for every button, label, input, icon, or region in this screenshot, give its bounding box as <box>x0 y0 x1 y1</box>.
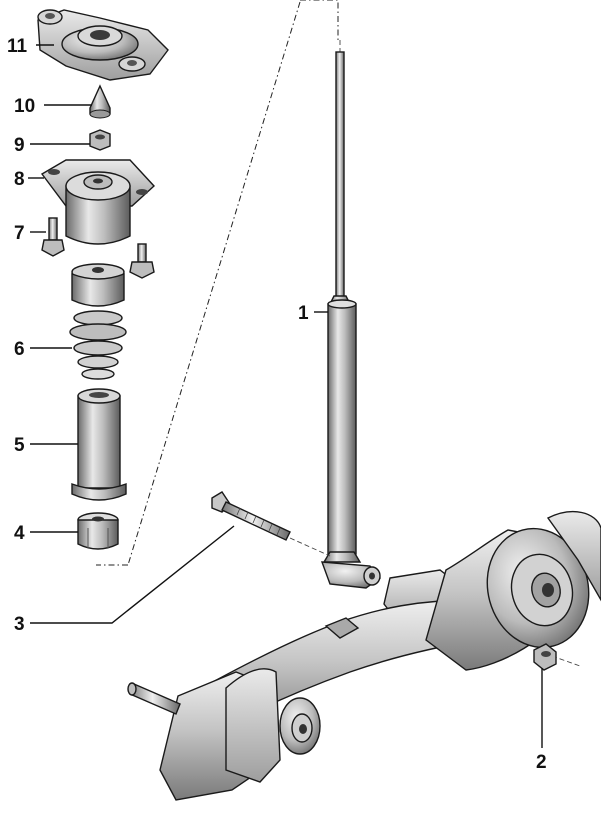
rear-axle-beam <box>127 511 601 801</box>
strut-mount-housing <box>40 159 155 245</box>
mount-bolt-right <box>129 243 155 279</box>
leader-lines <box>28 44 543 748</box>
callout-10: 10 <box>14 96 35 117</box>
callout-6: 6 <box>14 339 25 360</box>
protective-boot <box>71 388 127 501</box>
callout-1: 1 <box>298 303 309 324</box>
callout-labels: 11 10 9 8 7 6 5 4 3 1 2 <box>7 36 547 773</box>
exploded-group-outline <box>96 0 339 566</box>
callout-3: 3 <box>14 614 25 635</box>
bump-stop <box>69 263 127 380</box>
shock-mount-bolt <box>211 491 331 557</box>
upper-mount-plate <box>37 9 169 81</box>
nut <box>89 129 111 151</box>
lower-bushing <box>77 512 119 550</box>
callout-2: 2 <box>536 752 547 773</box>
lower-mount-nut <box>533 643 581 671</box>
mount-bolt-left <box>41 217 65 257</box>
shock-absorber <box>320 40 382 589</box>
dust-cap <box>89 84 111 119</box>
callout-7: 7 <box>14 223 25 244</box>
callout-5: 5 <box>14 435 25 456</box>
callout-4: 4 <box>14 523 25 544</box>
callout-11: 11 <box>7 36 28 57</box>
callout-9: 9 <box>14 135 25 156</box>
callout-8: 8 <box>14 169 25 190</box>
